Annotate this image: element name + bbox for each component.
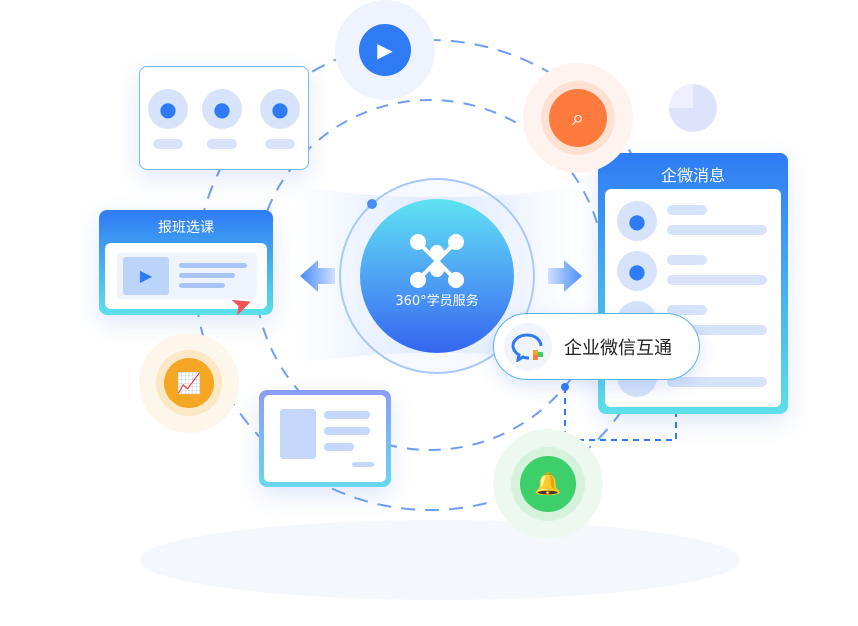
user-icon: ●	[159, 97, 177, 121]
enroll-card: 报班选课 ▶ ➤	[99, 210, 273, 323]
arrow-left	[300, 260, 335, 292]
notification-node[interactable]: 🔔	[493, 429, 603, 539]
content-card	[259, 390, 391, 487]
wecom-interop-pill[interactable]: 企业微信互通	[493, 313, 700, 380]
center-label: 360°学员服务	[395, 294, 479, 309]
video-node[interactable]: ▶	[335, 0, 435, 100]
user-icon: ●	[628, 209, 646, 233]
stats-node[interactable]: 📈	[139, 333, 239, 433]
connector-dashed	[564, 387, 677, 441]
enroll-card-title: 报班选课	[158, 220, 214, 236]
report-search-icon: ⌕	[549, 89, 607, 147]
user-avatar: ●	[260, 89, 300, 129]
wecom-chat-icon	[504, 322, 552, 371]
user-icon: ●	[271, 97, 289, 121]
user-avatar: ●	[202, 89, 242, 129]
arrow-right	[548, 260, 582, 292]
user-icon: ●	[628, 259, 646, 283]
users-card: ● ● ●	[139, 66, 309, 170]
video-thumbnail[interactable]: ▶	[123, 257, 169, 295]
wecom-interop-label: 企业微信互通	[564, 337, 672, 359]
user-avatar: ●	[617, 201, 657, 241]
user-icon: ●	[213, 97, 231, 121]
user-avatar: ●	[148, 89, 188, 129]
pie-chart-icon	[669, 84, 717, 132]
report-node[interactable]: ⌕	[523, 63, 633, 173]
wecom-messages-title: 企微消息	[660, 166, 725, 185]
video-camera-icon: ▶	[359, 24, 411, 76]
bell-icon: 🔔	[520, 456, 576, 512]
play-icon: ▶	[139, 266, 153, 285]
network-icon	[410, 234, 464, 288]
bar-chart-icon: 📈	[164, 358, 214, 408]
user-avatar: ●	[617, 251, 657, 291]
